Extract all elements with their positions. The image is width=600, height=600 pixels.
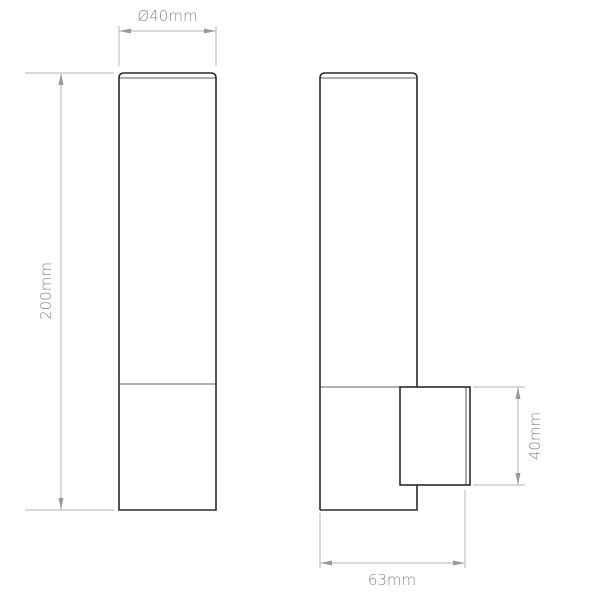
front-view	[118, 72, 217, 511]
projection-label: 63mm	[368, 571, 416, 589]
height-label: 200mm	[37, 262, 55, 320]
side-view	[319, 72, 471, 511]
side-body-lower	[320, 485, 418, 511]
side-body-upper	[319, 72, 418, 510]
diameter-label: Ø40mm	[137, 7, 197, 25]
wall-bracket	[399, 386, 471, 486]
bracket-height-dimension: 40mm	[473, 386, 544, 486]
bracket-height-label: 40mm	[526, 412, 544, 460]
projection-dimension: 63mm	[319, 490, 466, 589]
height-dimension: 200mm	[25, 72, 114, 511]
diameter-dimension: Ø40mm	[118, 7, 217, 66]
front-body	[118, 72, 217, 511]
